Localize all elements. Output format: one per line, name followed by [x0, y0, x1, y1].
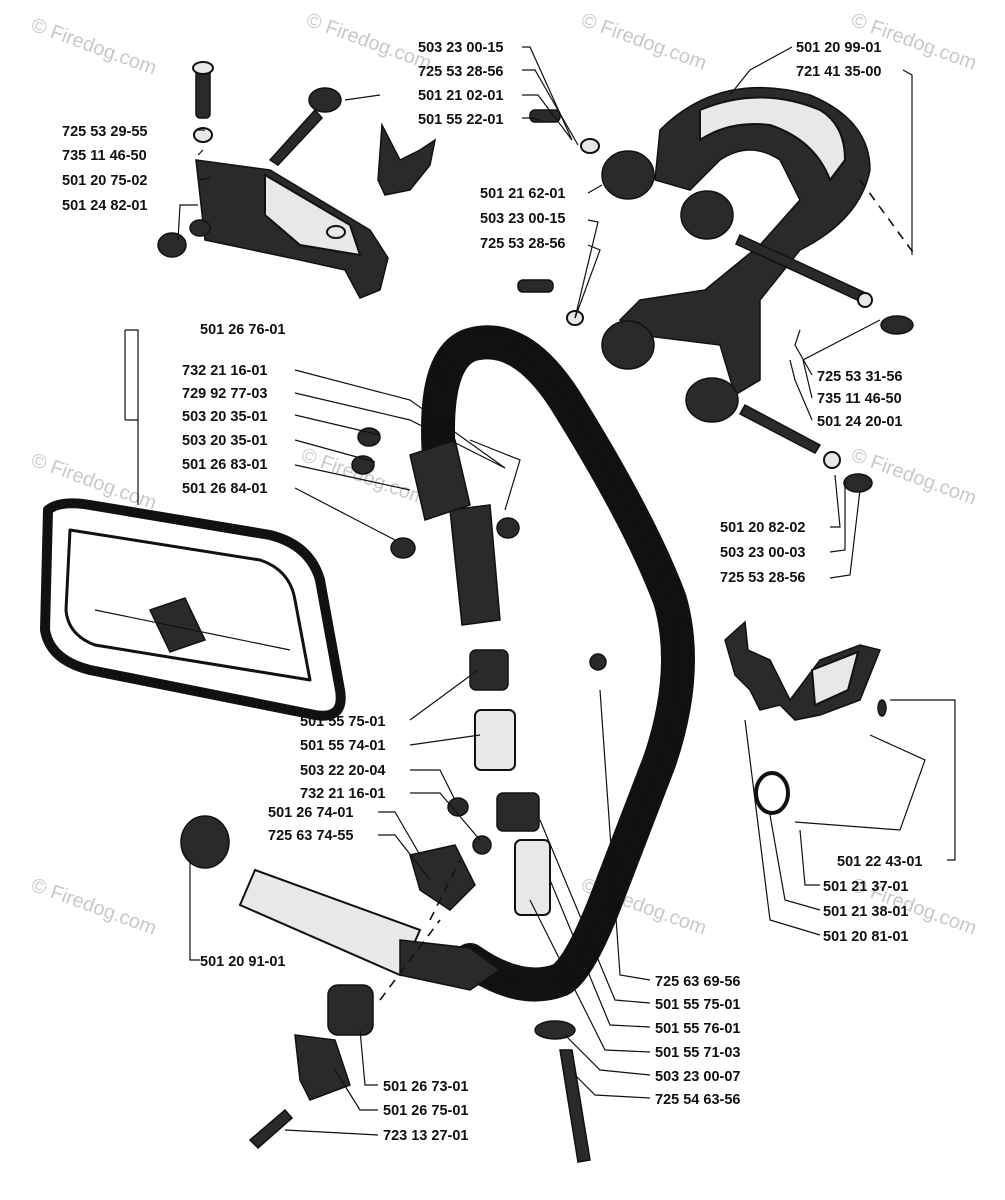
part-number-label: 501 26 76-01	[200, 322, 285, 338]
part-number-label: 503 20 35-01	[182, 433, 267, 449]
bracket-assembly	[157, 61, 437, 299]
part-number-label: 501 21 62-01	[480, 186, 565, 202]
part-number-label: 729 92 77-03	[182, 386, 267, 402]
part-number-label: 725 63 74-55	[268, 828, 353, 844]
part-number-label: 501 26 74-01	[268, 805, 353, 821]
part-number-label: 732 21 16-01	[182, 363, 267, 379]
part-number-label: 501 26 75-01	[383, 1103, 468, 1119]
part-number-label: 725 53 29-55	[62, 124, 147, 140]
watermark: © Firedog.com	[578, 9, 709, 75]
part-number-label: 501 55 74-01	[300, 738, 385, 754]
part-number-label: 501 20 81-01	[823, 929, 908, 945]
handle-bar	[351, 325, 695, 1163]
part-number-label: 501 21 38-01	[823, 904, 908, 920]
part-number-label: 725 63 69-56	[655, 974, 740, 990]
watermark: © Firedog.com	[28, 14, 159, 80]
part-number-label: 501 55 71-03	[655, 1045, 740, 1061]
part-number-label: 501 55 22-01	[418, 112, 503, 128]
part-number-label: 725 54 63-56	[655, 1092, 740, 1108]
lever-assembly	[724, 620, 926, 831]
part-number-label: 725 53 31-56	[817, 369, 902, 385]
part-number-label: 501 20 99-01	[796, 40, 881, 56]
part-number-label: 501 20 75-02	[62, 173, 147, 189]
part-number-label: 501 24 82-01	[62, 198, 147, 214]
part-number-label: 735 11 46-50	[817, 391, 902, 407]
part-number-labels: 503 23 00-15 725 53 28-56 501 21 02-01 5…	[62, 40, 922, 1144]
part-number-label: 503 22 20-04	[300, 763, 385, 779]
part-number-label: 501 20 91-01	[200, 954, 285, 970]
part-number-label: 732 21 16-01	[300, 786, 385, 802]
part-number-label: 725 53 28-56	[418, 64, 503, 80]
part-number-label: 503 23 00-07	[655, 1069, 740, 1085]
part-number-label: 725 53 28-56	[480, 236, 565, 252]
part-number-label: 503 23 00-15	[418, 40, 503, 56]
part-number-label: 501 24 20-01	[817, 414, 902, 430]
part-number-label: 501 21 37-01	[823, 879, 908, 895]
leader-lines	[124, 46, 956, 1136]
part-number-label: 725 53 28-56	[720, 570, 805, 586]
part-number-label: 501 26 83-01	[182, 457, 267, 473]
part-number-label: 503 23 00-15	[480, 211, 565, 227]
hand-guard-frame	[40, 498, 346, 721]
part-number-label: 501 26 73-01	[383, 1079, 468, 1095]
front-handle	[517, 86, 916, 493]
watermark: © Firedog.com	[303, 9, 434, 75]
part-number-label: 501 21 02-01	[418, 88, 503, 104]
part-number-label: 735 11 46-50	[62, 148, 147, 164]
lower-handle-parts	[180, 797, 502, 1150]
part-number-label: 501 55 76-01	[655, 1021, 740, 1037]
part-number-label: 501 26 84-01	[182, 481, 267, 497]
part-number-label: 723 13 27-01	[383, 1128, 468, 1144]
part-number-label: 501 20 82-02	[720, 520, 805, 536]
part-number-label: 501 22 43-01	[837, 854, 922, 870]
part-number-label: 501 55 75-01	[655, 997, 740, 1013]
part-number-label: 503 20 35-01	[182, 409, 267, 425]
part-number-label: 503 23 00-03	[720, 545, 805, 561]
watermark: © Firedog.com	[28, 874, 159, 940]
part-number-label: 501 55 75-01	[300, 714, 385, 730]
part-number-label: 721 41 35-00	[796, 64, 881, 80]
